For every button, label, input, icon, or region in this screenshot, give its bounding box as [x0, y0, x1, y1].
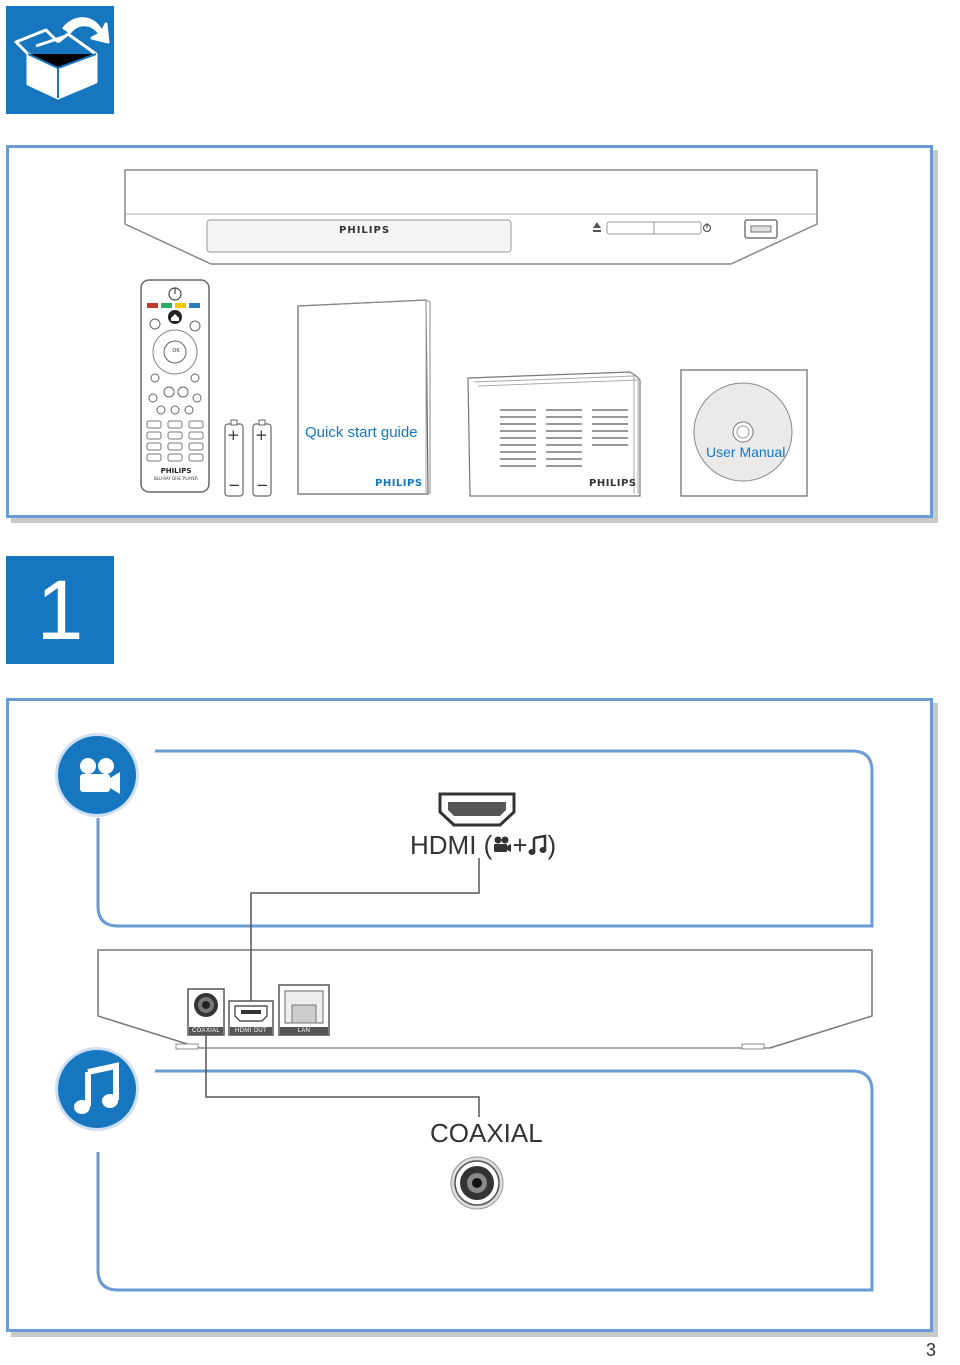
coaxial-jack-icon — [450, 1156, 504, 1210]
hdmi-plus: + — [512, 830, 528, 860]
port-label-hdmi-out: HDMI OUT — [230, 1027, 272, 1035]
leaflet-brand: PHILIPS — [589, 478, 637, 489]
remote-model: BLU-RAY DISC PLAYER — [154, 476, 198, 481]
hdmi-label: HDMI ( + ) — [410, 830, 556, 861]
remote-control-illustration — [140, 279, 210, 493]
step-tile: 1 — [6, 556, 114, 664]
quick-start-brand: PHILIPS — [375, 478, 423, 489]
coaxial-label: COAXIAL — [430, 1118, 543, 1148]
battery-plus-2: + — [255, 426, 268, 444]
video-camera-icon — [80, 758, 120, 794]
video-circle — [58, 736, 136, 814]
cd-label: User Manual — [706, 444, 786, 460]
quick-start-title: Quick start guide — [305, 424, 418, 441]
video-camera-icon — [494, 836, 512, 852]
audio-circle — [58, 1050, 136, 1128]
music-note-icon — [528, 834, 547, 855]
battery-minus-2: − — [256, 476, 269, 494]
remote-ok-label: OK — [172, 348, 180, 354]
hdmi-connector-icon — [438, 792, 516, 827]
box-contents-panel: PHILIPS OK PHILIPS BLU-RAY DISC PLAY — [6, 145, 933, 518]
batteries-illustration — [224, 419, 272, 497]
unbox-tile — [6, 6, 114, 114]
step-number: 1 — [36, 563, 84, 657]
remote-brand: PHILIPS — [160, 467, 192, 475]
player-brand: PHILIPS — [339, 225, 391, 236]
open-box-icon — [14, 17, 110, 100]
quick-start-booklet — [297, 299, 431, 495]
bluray-player-illustration — [124, 169, 818, 265]
port-label-lan: LAN — [280, 1027, 328, 1035]
hdmi-label-text: HDMI ( — [410, 830, 493, 860]
battery-plus-1: + — [227, 426, 240, 444]
battery-minus-1: − — [228, 476, 241, 494]
port-label-coaxial: COAXIAL — [189, 1027, 223, 1035]
safety-leaflet — [467, 371, 641, 497]
hdmi-close: ) — [547, 830, 557, 860]
music-note-icon — [74, 1062, 119, 1114]
cd-rom-illustration — [680, 369, 808, 497]
page-number: 3 — [925, 1340, 936, 1360]
